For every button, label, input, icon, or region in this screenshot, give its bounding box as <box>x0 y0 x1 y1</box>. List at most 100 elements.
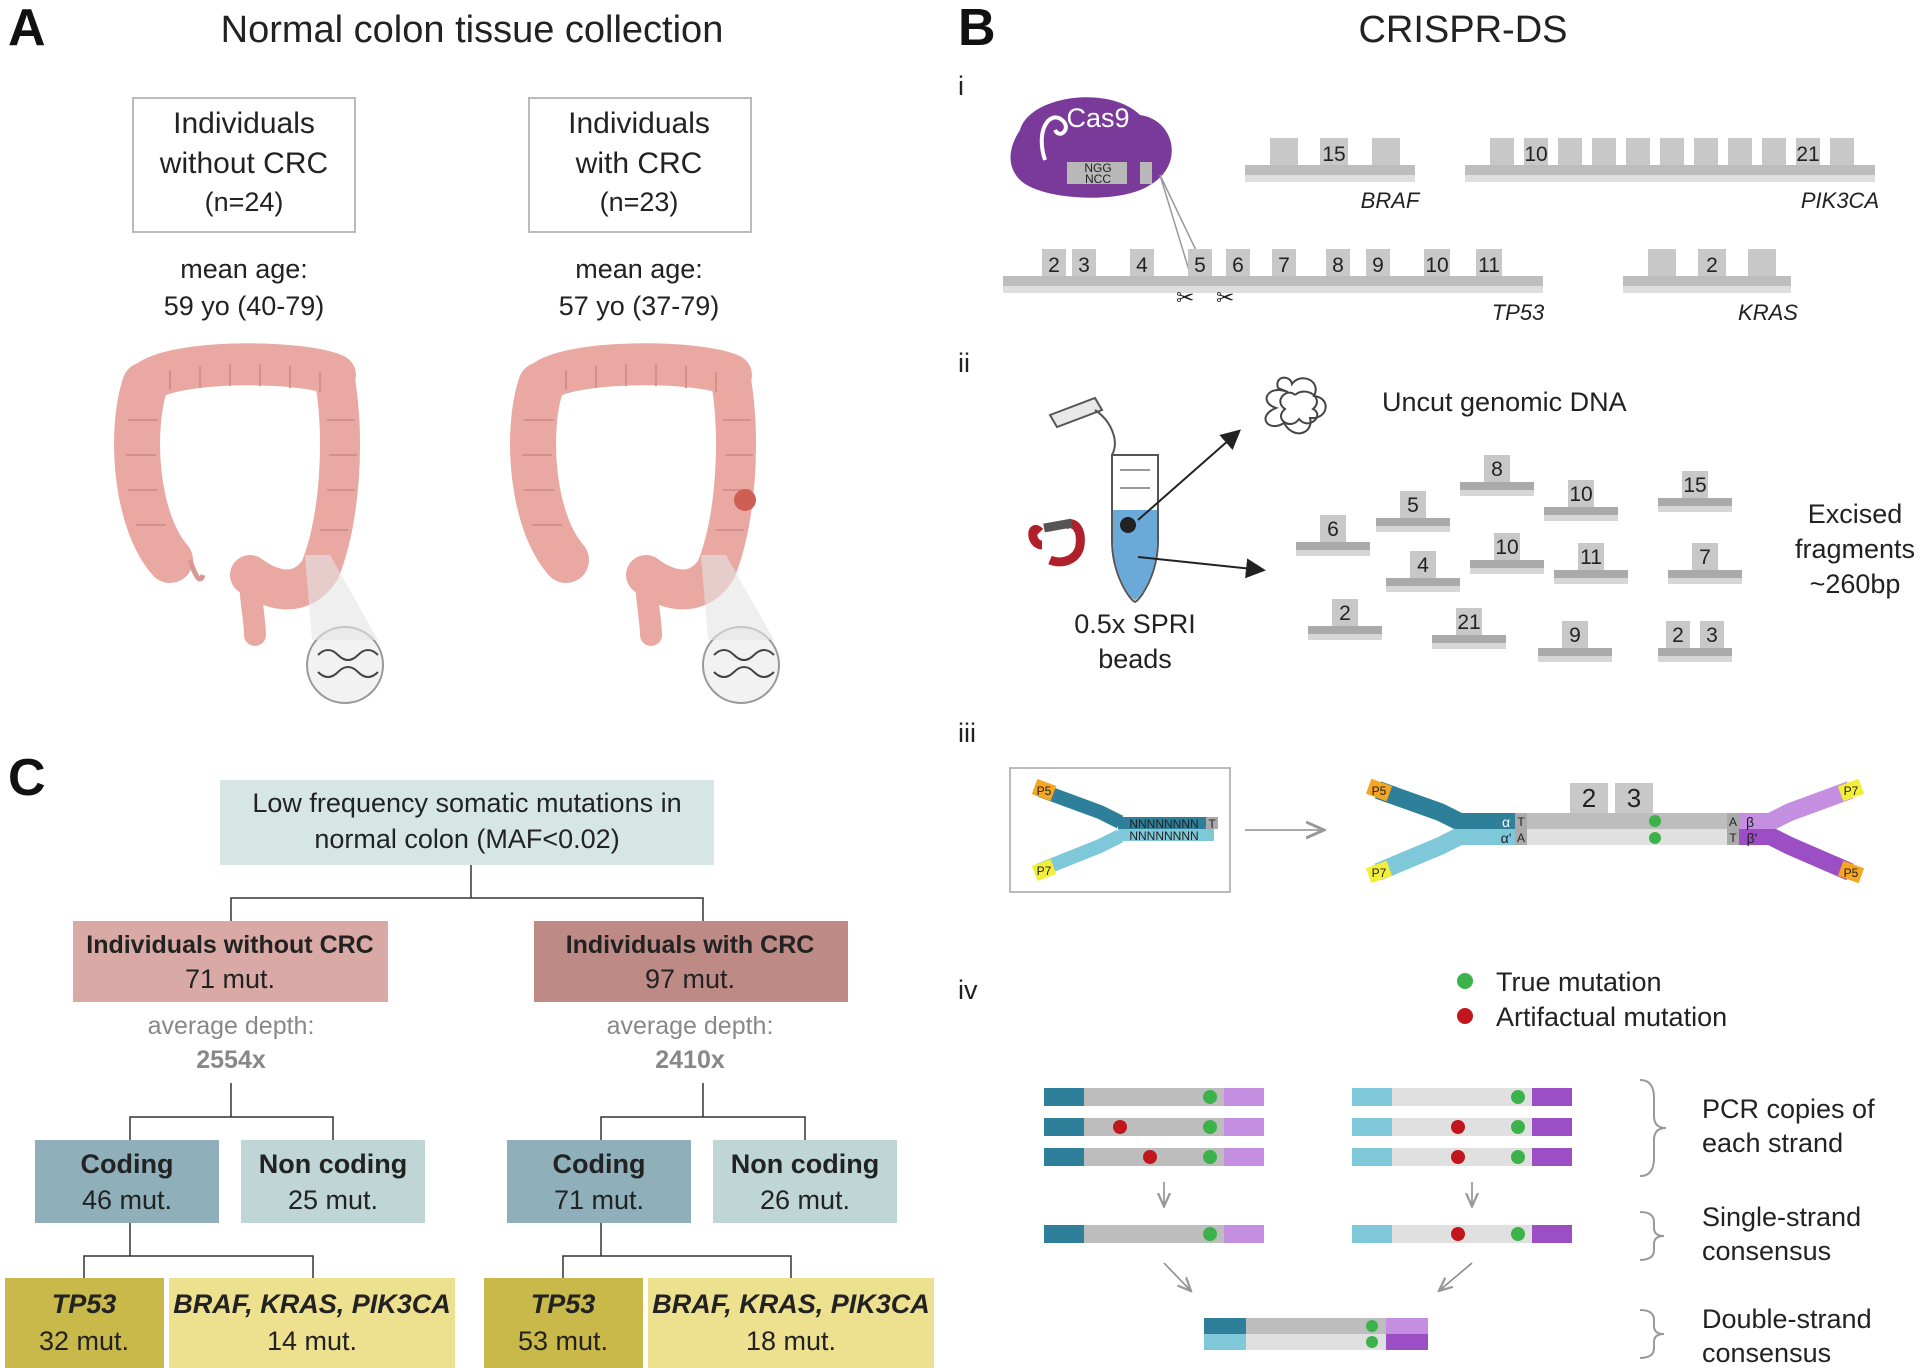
fragment-label: 6 <box>1327 518 1339 541</box>
group-with-crc-line2: with CRC <box>575 147 703 180</box>
fragment: 7 <box>1668 543 1742 584</box>
panel-c-letter: C <box>8 749 46 807</box>
root-line2: normal colon (MAF<0.02) <box>314 824 619 854</box>
colon-illustration-normal <box>114 343 384 704</box>
cas9-icon: Cas9 NGG NCC <box>1010 97 1216 291</box>
group-without-crc-n: (n=24) <box>205 187 284 217</box>
fragment-label: 9 <box>1569 624 1581 647</box>
fragment-label: 11 <box>1580 546 1602 569</box>
left-tp53-box <box>5 1278 164 1368</box>
gene-label-braf: BRAF <box>1361 188 1421 213</box>
gene-label-pik3ca: PIK3CA <box>1801 188 1879 213</box>
exon-label: 5 <box>1194 254 1206 277</box>
gene-pik3ca: 10 21 PIK3CA <box>1465 138 1879 213</box>
fragment: 11 <box>1554 543 1628 584</box>
right-coding-title: Coding <box>553 1149 646 1179</box>
exon-label: 10 <box>1425 254 1448 277</box>
right-other-box <box>648 1278 934 1368</box>
legend-artifact-mutation: Artifactual mutation <box>1496 1002 1727 1032</box>
fragment-label: 10 <box>1569 483 1592 506</box>
right-coding-box <box>507 1140 691 1223</box>
left-other-box <box>169 1278 455 1368</box>
fragment: 2 <box>1308 599 1382 640</box>
artifact-mutation-icon <box>1457 1008 1473 1024</box>
beta-label: β <box>1746 814 1754 830</box>
sscs-line2: consensus <box>1702 1236 1831 1266</box>
left-coding-title: Coding <box>81 1149 174 1179</box>
group-with-crc-age: 57 yo (37-79) <box>559 291 720 321</box>
left-coding-box <box>35 1140 219 1223</box>
right-other-count: 18 mut. <box>746 1326 836 1356</box>
group-with-crc-line1: Individuals <box>568 107 710 140</box>
fragment-label: 4 <box>1417 554 1429 577</box>
without-crc-count: 71 mut. <box>185 964 275 994</box>
right-tp53-box <box>484 1278 643 1368</box>
group-without-crc-age: 59 yo (40-79) <box>164 291 325 321</box>
uncut-dna-label: Uncut genomic DNA <box>1382 387 1627 417</box>
group-without-crc-line2: without CRC <box>159 147 328 180</box>
with-crc-count: 97 mut. <box>645 964 735 994</box>
cas9-label: Cas9 <box>1066 103 1129 133</box>
exon-label: 11 <box>1478 254 1500 277</box>
gene-tp53: 2 3 4 5 6 7 8 9 10 11 TP53 ✂ ✂ <box>1003 249 1545 325</box>
fragment: 5 <box>1376 491 1450 532</box>
fragment-label: 3 <box>1706 624 1718 647</box>
group-with-crc-age-label: mean age: <box>575 254 703 284</box>
step-iii-label: iii <box>958 718 976 748</box>
root-line1: Low frequency somatic mutations in <box>252 788 681 818</box>
fragment: 10 <box>1544 480 1618 521</box>
dcs-line1: Double-strand <box>1702 1304 1872 1334</box>
alpha-prime-label: α' <box>1501 830 1512 846</box>
exon-label: 4 <box>1136 254 1148 277</box>
t-base: T <box>1729 831 1737 845</box>
left-coding-count: 46 mut. <box>82 1185 172 1215</box>
panel-b: B CRISPR-DS i Cas9 NGG NCC 15 BRAF <box>958 0 1915 1368</box>
step-i-label: i <box>958 71 964 101</box>
panel-a: A Normal colon tissue collection Individ… <box>8 0 780 704</box>
right-noncoding-count: 26 mut. <box>760 1185 850 1215</box>
p5-label: P5 <box>1844 866 1859 880</box>
left-tp53-count: 32 mut. <box>39 1326 129 1356</box>
fragment-label: 7 <box>1699 546 1711 569</box>
left-noncoding-title: Non coding <box>259 1149 407 1179</box>
excised-line1: Excised <box>1808 499 1903 529</box>
right-noncoding-title: Non coding <box>731 1149 879 1179</box>
gene-braf: 15 BRAF <box>1245 138 1421 213</box>
with-crc-depth-label: average depth: <box>607 1012 774 1040</box>
right-tp53-title: TP53 <box>531 1289 596 1319</box>
exon-label: 7 <box>1278 254 1290 277</box>
nnn-top: NNNNNNNN <box>1129 817 1198 831</box>
group-with-crc-n: (n=23) <box>600 187 679 217</box>
double-strand-consensus <box>1204 1318 1428 1350</box>
tree-connectors <box>83 865 806 1278</box>
scissors-icon: ✂ <box>1216 285 1234 310</box>
ngg-label: NGG <box>1084 161 1111 175</box>
t-base: T <box>1208 817 1216 831</box>
right-other-title: BRAF, KRAS, PIK3CA <box>652 1289 930 1319</box>
fragment-label: 2 <box>1672 624 1684 647</box>
without-crc-box <box>73 921 388 1002</box>
gene-label-kras: KRAS <box>1738 300 1798 325</box>
single-strand-consensus <box>1044 1225 1572 1243</box>
root-box <box>220 780 714 865</box>
without-crc-depth-label: average depth: <box>148 1012 315 1040</box>
exon-label: 10 <box>1524 143 1547 166</box>
gene-kras: 2 KRAS <box>1623 249 1798 325</box>
with-crc-title: Individuals with CRC <box>566 931 815 959</box>
p7-label: P7 <box>1037 864 1052 878</box>
colon-illustration-crc <box>510 343 780 704</box>
legend-true-mutation: True mutation <box>1496 967 1662 997</box>
panel-b-letter: B <box>958 0 996 57</box>
exon-label: 8 <box>1332 254 1344 277</box>
fragment-label: 21 <box>1457 611 1480 634</box>
fragment: 21 <box>1432 608 1506 649</box>
without-crc-title: Individuals without CRC <box>86 931 374 959</box>
left-noncoding-count: 25 mut. <box>288 1185 378 1215</box>
p5-label: P5 <box>1037 784 1052 798</box>
group-without-crc-line1: Individuals <box>173 107 315 140</box>
fragment: 9 <box>1538 621 1612 662</box>
fragment-label: 10 <box>1495 536 1518 559</box>
dcs-line2: consensus <box>1702 1338 1831 1368</box>
fragment-label: 5 <box>1407 494 1419 517</box>
